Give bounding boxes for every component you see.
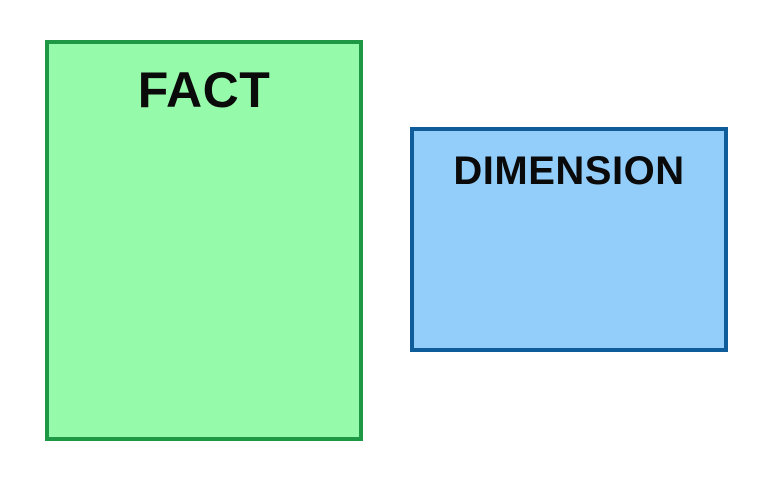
fact-box-label: FACT: [137, 62, 271, 118]
dimension-box-label: DIMENSION: [453, 149, 685, 193]
dimension-box: DIMENSION: [410, 127, 728, 352]
fact-box: FACT: [45, 40, 363, 441]
